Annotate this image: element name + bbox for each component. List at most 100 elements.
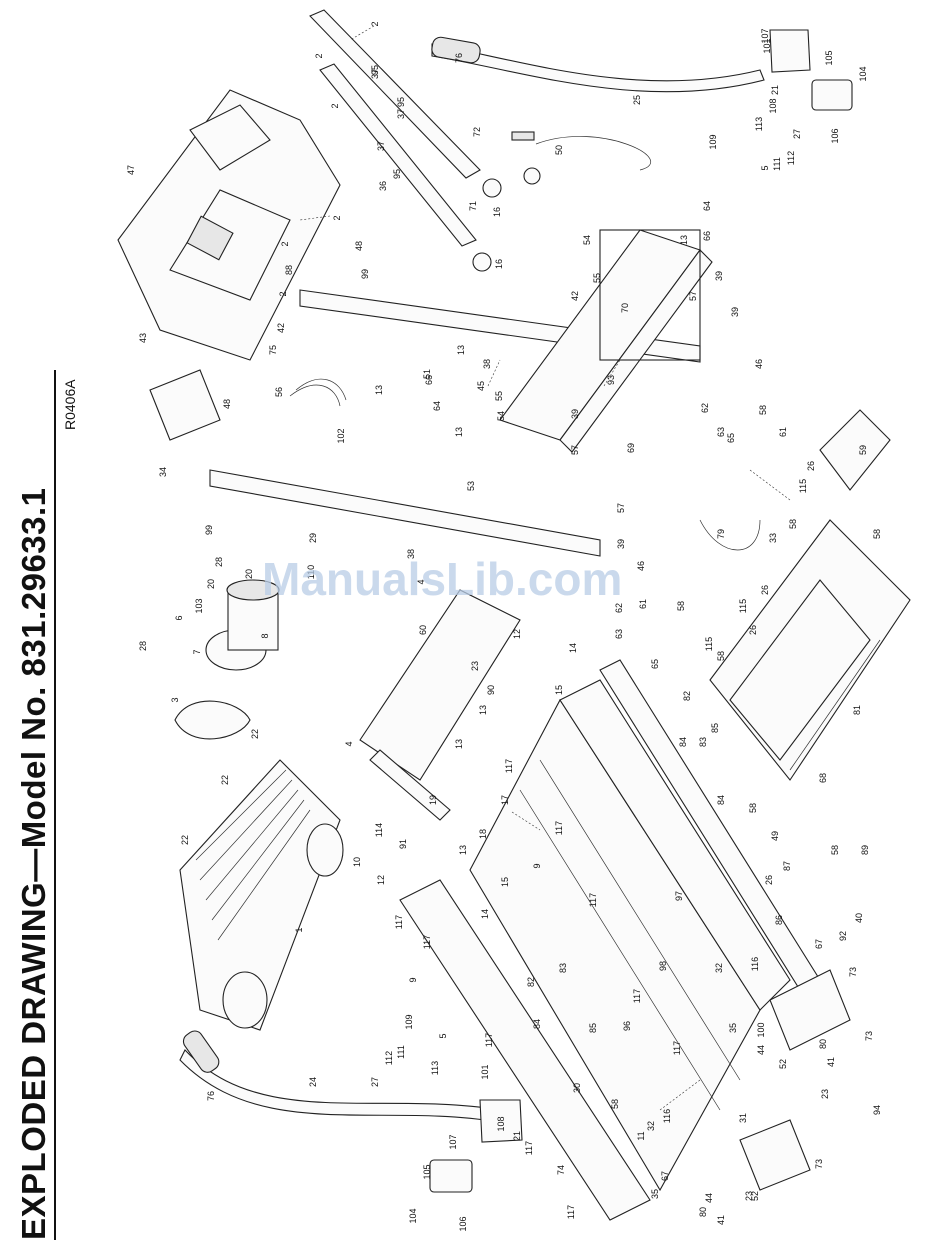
callout-101: 101 — [480, 1064, 490, 1079]
callout-74: 74 — [556, 1165, 566, 1175]
base-frame — [209, 229, 713, 557]
callout-113: 113 — [754, 117, 764, 131]
callout-11: 11 — [636, 1131, 646, 1140]
callout-44: 44 — [704, 1193, 714, 1203]
callout-32: 32 — [646, 1121, 656, 1131]
callout-31: 31 — [738, 1113, 748, 1123]
callout-84: 84 — [678, 737, 688, 747]
callout-9: 9 — [532, 863, 542, 868]
callout-103: 103 — [194, 598, 204, 613]
callout-10: 10 — [352, 857, 362, 867]
callout-110: 110 — [306, 565, 316, 579]
callout-87: 87 — [782, 861, 792, 871]
callout-58: 58 — [788, 519, 798, 529]
callout-57: 57 — [688, 291, 698, 301]
callout-4: 4 — [416, 579, 426, 584]
callout-71: 71 — [468, 201, 478, 211]
callout-106: 106 — [458, 1216, 468, 1231]
callout-117: 117 — [632, 989, 642, 1003]
callout-69: 69 — [626, 443, 636, 453]
callout-61: 61 — [778, 427, 788, 437]
callout-35: 35 — [650, 1189, 660, 1199]
callout-5: 5 — [760, 165, 770, 170]
callout-63: 63 — [716, 427, 726, 437]
callout-7: 7 — [192, 649, 202, 654]
callout-45: 45 — [476, 381, 486, 391]
callout-34: 34 — [158, 467, 168, 477]
callout-19: 19 — [428, 795, 438, 805]
callout-40: 40 — [854, 913, 864, 923]
callout-82: 82 — [526, 977, 536, 987]
callout-64: 64 — [432, 401, 442, 411]
callout-35: 35 — [728, 1023, 738, 1033]
callout-53: 53 — [466, 481, 476, 491]
callout-115: 115 — [798, 479, 808, 493]
callout-95: 95 — [370, 65, 380, 75]
callout-26: 26 — [806, 461, 816, 471]
callout-105: 105 — [824, 50, 834, 65]
callout-2: 2 — [370, 21, 380, 26]
callout-48: 48 — [222, 399, 232, 409]
callout-51: 51 — [422, 369, 432, 379]
callout-1: 1 — [294, 927, 304, 932]
callout-73: 73 — [814, 1159, 824, 1169]
callout-66: 66 — [424, 375, 434, 385]
callout-14: 14 — [568, 643, 578, 653]
callout-16: 16 — [492, 207, 502, 217]
callout-117: 117 — [484, 1033, 494, 1047]
callout-32: 32 — [714, 963, 724, 973]
callout-13: 13 — [454, 427, 464, 437]
callout-111: 111 — [396, 1045, 406, 1059]
callout-107: 107 — [760, 28, 770, 43]
callout-27: 27 — [370, 1077, 380, 1087]
callout-94: 94 — [872, 1105, 882, 1115]
callout-33: 33 — [768, 533, 778, 543]
callout-48: 48 — [354, 241, 364, 251]
callout-89: 89 — [860, 845, 870, 855]
callout-29: 29 — [308, 533, 318, 543]
callout-27: 27 — [792, 129, 802, 139]
callout-113: 113 — [430, 1061, 440, 1075]
callout-50: 50 — [554, 145, 564, 155]
callout-117: 117 — [422, 935, 432, 949]
callout-117: 117 — [588, 893, 598, 907]
callout-5: 5 — [438, 1033, 448, 1038]
callout-84: 84 — [716, 795, 726, 805]
callout-52: 52 — [778, 1059, 788, 1069]
callout-13: 13 — [456, 345, 466, 355]
callout-43: 43 — [138, 333, 148, 343]
callout-58: 58 — [830, 845, 840, 855]
callout-92: 92 — [838, 931, 848, 941]
callout-58: 58 — [716, 651, 726, 661]
callout-13: 13 — [478, 705, 488, 715]
callout-18: 18 — [478, 829, 488, 839]
callout-102: 102 — [336, 428, 346, 443]
callout-63: 63 — [614, 629, 624, 639]
callout-20: 20 — [206, 579, 216, 589]
callout-2: 2 — [330, 103, 340, 108]
callout-12: 12 — [512, 629, 522, 639]
callout-46: 46 — [754, 359, 764, 369]
callout-42: 42 — [570, 291, 580, 301]
callout-58: 58 — [748, 803, 758, 813]
callout-23: 23 — [820, 1089, 830, 1099]
callout-20: 20 — [244, 569, 254, 579]
title-rule — [54, 370, 56, 1240]
callout-numbers: 1222222344556789910111212131313131313131… — [126, 21, 882, 1231]
callout-13: 13 — [374, 385, 384, 395]
callout-22: 22 — [250, 729, 260, 739]
callout-58: 58 — [758, 405, 768, 415]
callout-17: 17 — [500, 795, 510, 805]
callout-26: 26 — [764, 875, 774, 885]
callout-38: 38 — [482, 359, 492, 369]
callout-15: 15 — [500, 877, 510, 887]
callout-56: 56 — [274, 387, 284, 397]
callout-95: 95 — [392, 169, 402, 179]
callout-97: 97 — [674, 891, 684, 901]
callout-26: 26 — [748, 625, 758, 635]
callout-67: 67 — [814, 939, 824, 949]
callout-99: 99 — [360, 269, 370, 279]
callout-58: 58 — [872, 529, 882, 539]
callout-55: 55 — [494, 391, 504, 401]
